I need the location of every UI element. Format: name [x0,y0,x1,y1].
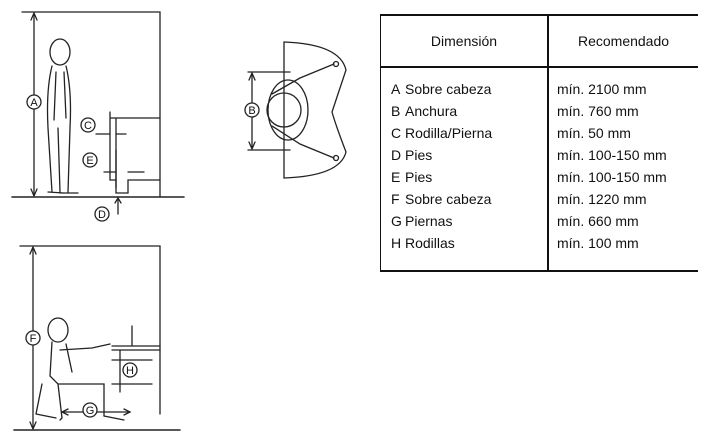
table-row: H Rodillas mín. 100 mm [381,232,698,271]
label-d: D [98,209,106,221]
label-circle-b [244,102,260,118]
row-value: mín. 2100 mm [547,67,698,100]
row-key: B [391,103,401,119]
row-key: E [391,169,401,185]
header-dimension: Dimensión [380,15,549,68]
row-key: F [391,191,400,207]
row-key: H [391,235,402,251]
label-b: B [248,105,255,117]
row-name: Pies [405,147,433,163]
standing-figure-view: A C E D [11,11,185,222]
header-recommended: Recomendado [548,15,698,68]
label-circle-a [26,94,42,110]
label-f: F [30,333,37,345]
row-key: A [391,81,401,97]
row-value: mín. 50 mm [547,122,698,144]
row-value: mín. 100-150 mm [547,166,698,188]
label-a: A [30,97,38,109]
label-e: E [86,155,93,167]
row-value: mín. 760 mm [547,100,698,122]
label-h: H [126,365,134,377]
table-row: C Rodilla/Pierna mín. 50 mm [381,122,698,144]
row-value: mín. 660 mm [547,210,698,232]
table-row: F Sobre cabeza mín. 1220 mm [381,188,698,210]
row-name: Rodilla/Pierna [405,125,493,141]
table-row: B Anchura mín. 760 mm [381,100,698,122]
row-name: Anchura [405,103,458,119]
label-circle-f [25,330,41,346]
row-name: Rodillas [405,235,455,251]
row-value: mín. 1220 mm [547,188,698,210]
table-row: G Piernas mín. 660 mm [381,210,698,232]
table-row: D Pies mín. 100-150 mm [381,144,698,166]
row-value: mín. 100 mm [547,232,698,271]
label-circle-g [82,402,98,418]
plan-view: B [244,41,347,179]
row-key: G [391,213,402,229]
label-c: C [84,120,92,132]
label-circle-d [94,206,110,222]
label-g: G [86,405,95,417]
table-header-row: Dimensión Recomendado [380,15,698,68]
row-name: Sobre cabeza [405,191,492,207]
row-name: Piernas [405,213,453,229]
row-name: Pies [405,169,433,185]
row-key: D [391,147,402,163]
row-key: C [391,125,402,141]
label-circle-c [80,117,96,133]
seated-figure-view: F H G [13,245,181,431]
table-row: E Pies mín. 100-150 mm [381,166,698,188]
row-value: mín. 100-150 mm [547,144,698,166]
label-circle-h [122,362,138,378]
label-circle-e [82,152,98,168]
table-row: A Sobre cabeza mín. 2100 mm [381,67,698,100]
dimensions-table: Dimensión Recomendado A Sobre cabeza mín… [380,14,698,272]
row-name: Sobre cabeza [405,81,492,97]
